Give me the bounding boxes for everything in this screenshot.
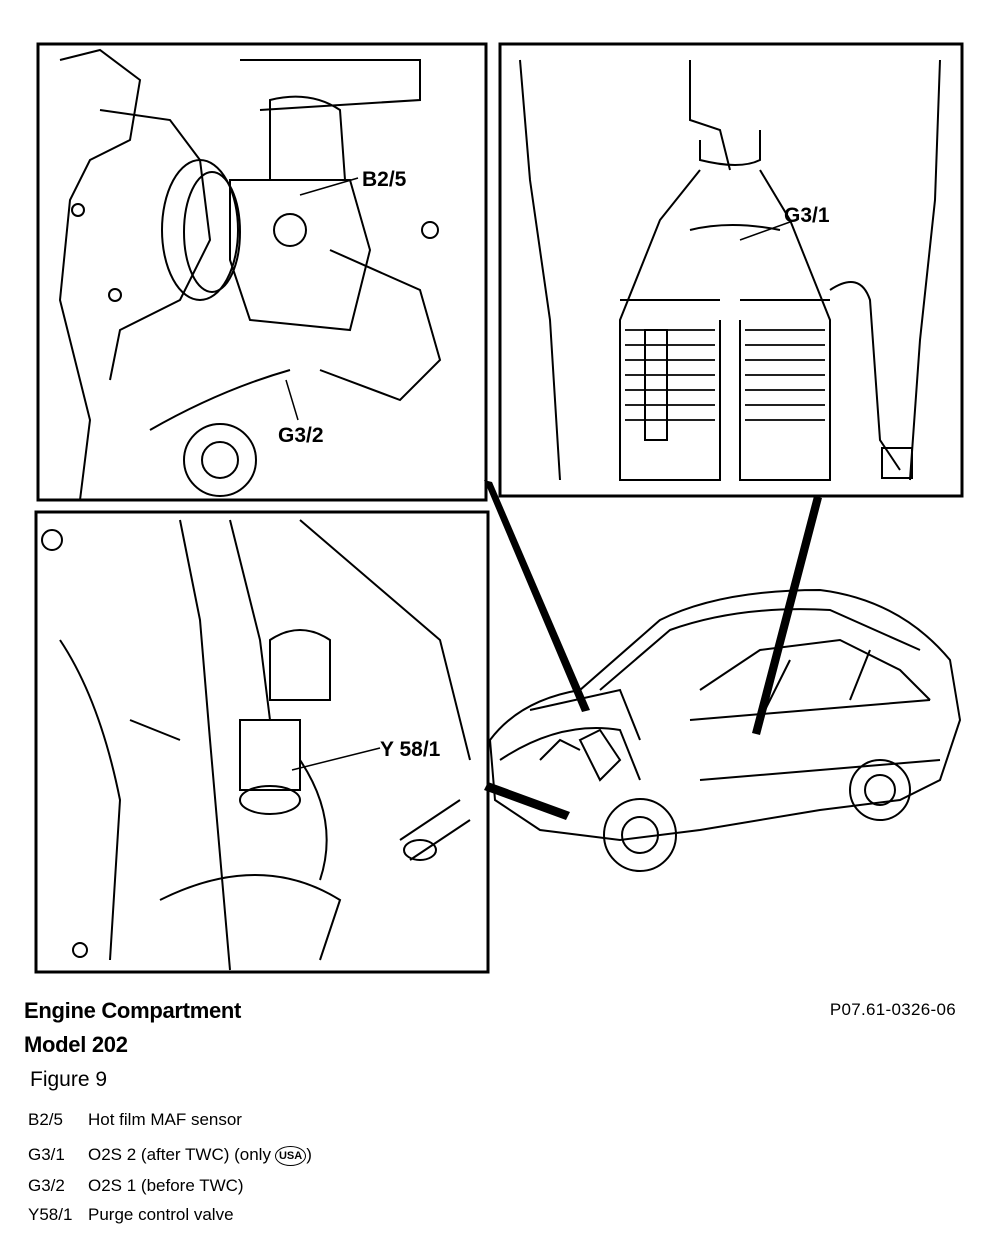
engine-compartment-figure: B2/5 G3/2 G3/1 Y 58/1 xyxy=(34,42,964,974)
panel-purge-valve xyxy=(34,510,490,974)
caption-title-line1: Engine Compartment xyxy=(24,998,242,1023)
reference-code: P07.61-0326-06 xyxy=(829,1000,956,1019)
caption-title-line2: Model 202 xyxy=(24,1032,128,1057)
car-illustration xyxy=(488,588,962,872)
callout-y58-1: Y 58/1 xyxy=(380,738,441,761)
legend-code: G3/1 xyxy=(28,1145,65,1164)
legend-code: G3/2 xyxy=(28,1176,65,1195)
leader-lines xyxy=(484,480,822,820)
legend-row-b2-5: B2/5 Hot film MAF sensor xyxy=(28,1108,242,1132)
callout-b2-5: B2/5 xyxy=(362,168,407,191)
legend-description: Purge control valve xyxy=(88,1205,234,1224)
legend-description: Hot film MAF sensor xyxy=(88,1110,242,1129)
callout-g3-2: G3/2 xyxy=(278,424,324,447)
legend-code: B2/5 xyxy=(28,1110,63,1129)
legend-description: O2S 1 (before TWC) xyxy=(88,1176,244,1195)
figure-label: Figure 9 xyxy=(30,1068,108,1091)
legend-suffix: ) xyxy=(306,1145,312,1164)
panel-o2s-exhaust xyxy=(498,42,964,498)
legend-description: O2S 2 (after TWC) (only xyxy=(88,1145,271,1164)
legend-row-g3-2: G3/2 O2S 1 (before TWC) xyxy=(28,1174,244,1198)
callout-g3-1: G3/1 xyxy=(784,204,830,227)
legend-code: Y58/1 xyxy=(28,1205,73,1224)
usa-badge: USA xyxy=(274,1145,307,1166)
legend-row-y58-1: Y58/1 Purge control valve xyxy=(28,1203,234,1227)
panel-maf-sensor xyxy=(36,42,488,502)
